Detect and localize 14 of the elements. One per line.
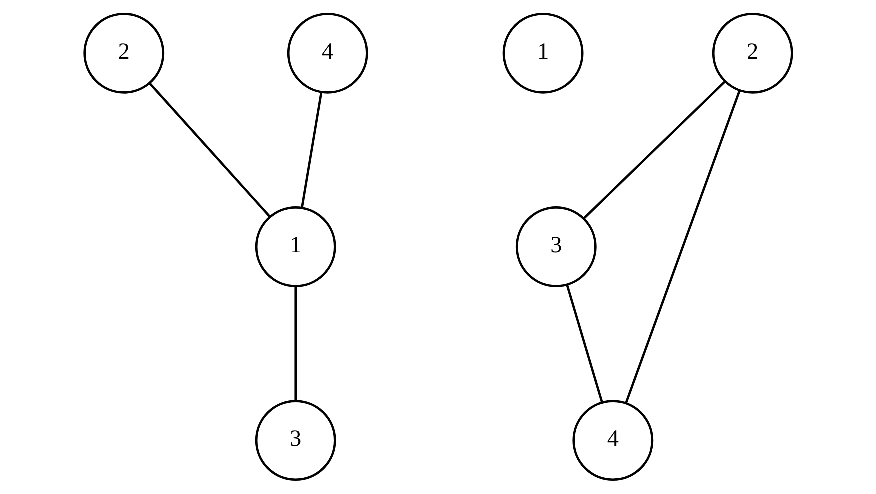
- node-circle: 1: [254, 206, 336, 288]
- connector: [148, 82, 270, 218]
- node-circle: 3: [254, 400, 336, 482]
- node-circle: 2: [83, 12, 164, 94]
- node-circle: 4: [572, 400, 654, 482]
- node-circle: 1: [502, 12, 584, 94]
- node-circle: 3: [515, 206, 596, 288]
- node-circle: 4: [286, 12, 368, 94]
- connector: [300, 92, 322, 208]
- connector: [624, 90, 740, 404]
- connector: [582, 80, 726, 220]
- connector: [294, 286, 297, 402]
- connector: [566, 284, 603, 403]
- node-circle: 2: [712, 12, 793, 94]
